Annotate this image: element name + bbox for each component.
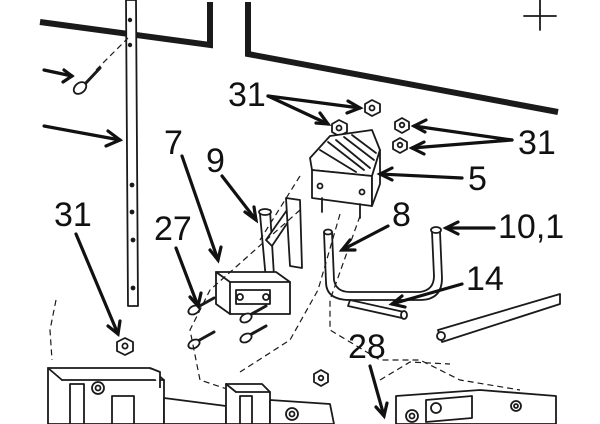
callout-14: 14	[388, 260, 504, 309]
screws-27	[187, 296, 268, 350]
part-7-block	[215, 271, 291, 315]
callout-label: 8	[392, 196, 411, 234]
part-8-rod	[323, 226, 443, 301]
callout-label: 31	[54, 196, 92, 234]
link-arm	[436, 293, 561, 343]
callout-31-right: 31	[408, 118, 556, 162]
callout-10: 10,1	[442, 208, 564, 246]
callout-label: 31	[228, 76, 266, 114]
part-5-bracket	[309, 129, 381, 219]
callout-label: 7	[164, 124, 183, 162]
callout-31-top: 31	[228, 76, 364, 126]
bottom-frame-left	[47, 367, 165, 424]
nut-group-top	[331, 99, 410, 154]
callout-27: 27	[154, 210, 203, 310]
callout-label: 5	[468, 160, 487, 198]
left-arrows	[42, 68, 124, 148]
callout-28: 28	[348, 328, 389, 420]
crosshair-mark	[523, 0, 557, 31]
nut-center-bottom	[313, 369, 329, 387]
callout-label: 9	[206, 142, 225, 180]
body-outline	[39, 2, 559, 115]
guide-lines	[49, 175, 521, 401]
callout-9: 9	[206, 142, 259, 224]
bottom-frame-center	[163, 383, 335, 424]
bottom-frame-right	[395, 389, 557, 424]
callout-label: 28	[348, 328, 386, 366]
vertical-strip	[125, 0, 139, 307]
callout-5: 5	[376, 160, 487, 198]
nut-31-left	[116, 337, 134, 356]
callout-label: 27	[154, 210, 192, 248]
callout-label: 10,1	[498, 208, 564, 246]
part-9-bar	[258, 197, 303, 281]
callout-label: 14	[466, 260, 504, 298]
part-14-pin	[347, 299, 408, 320]
screw-top-left	[72, 37, 129, 95]
callout-7: 7	[164, 124, 223, 264]
callout-label: 31	[518, 124, 556, 162]
callout-31-left: 31	[54, 196, 122, 337]
